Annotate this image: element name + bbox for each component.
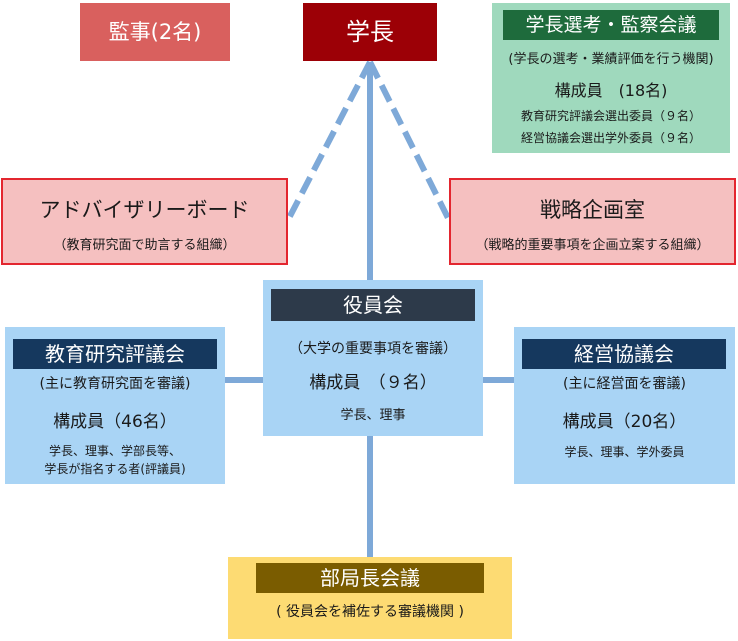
deans-council-desc: ( 役員会を補佐する審議機関 ) (276, 604, 464, 620)
executive-board-detail: 学長、理事 (340, 408, 406, 423)
auditor-label: 監事(2名) (108, 20, 202, 44)
strategy-office-desc: （戦略的重要事項を企画立案する組織） (475, 238, 710, 253)
management-council-box: 経営協議会 (主に経営面を審議) 構成員（20名） 学長、理事、学外委員 (514, 327, 735, 484)
selection-committee-purpose: (学長の選考・業績評価を行う機関) (508, 52, 714, 67)
connector-dashed-advisory (285, 60, 373, 222)
management-council-members: 構成員（20名） (562, 412, 687, 432)
education-council-detail-1: 学長、理事、学部長等、 (48, 444, 181, 458)
education-council-box: 教育研究評議会 (主に教育研究面を審議) 構成員（46名） 学長、理事、学部長等… (5, 327, 225, 484)
selection-committee-detail-2: 経営協議会選出学外委員（９名） (520, 131, 701, 145)
connector-dashed-strategy (367, 60, 452, 222)
strategy-office-box: 戦略企画室 （戦略的重要事項を企画立案する組織） (449, 178, 736, 265)
management-council-detail: 学長、理事、学外委員 (564, 445, 685, 459)
education-council-detail-2: 学長が指名する者(評議員) (44, 462, 186, 476)
selection-committee-title: 学長選考・監察会議 (503, 10, 719, 40)
selection-committee-box: 学長選考・監察会議 (学長の選考・業績評価を行う機関) 構成員 (18名) 教育… (492, 3, 730, 153)
advisory-board-title: アドバイザリーボード (39, 198, 250, 222)
executive-board-members: 構成員 （９名） (309, 373, 437, 393)
deans-council-title: 部局長会議 (256, 563, 484, 593)
management-council-purpose: (主に経営面を審議) (563, 376, 686, 392)
deans-council-box: 部局長会議 ( 役員会を補佐する審議機関 ) (228, 557, 512, 639)
executive-board-purpose: （大学の重要事項を審議） (289, 341, 457, 357)
strategy-office-title: 戦略企画室 (540, 198, 645, 222)
auditor-box: 監事(2名) (80, 3, 230, 61)
executive-board-box: 役員会 （大学の重要事項を審議） 構成員 （９名） 学長、理事 (263, 280, 483, 436)
selection-committee-detail-1: 教育研究評議会選出委員（９名） (520, 109, 701, 123)
education-council-purpose: (主に教育研究面を審議) (39, 376, 191, 392)
education-council-title: 教育研究評議会 (13, 339, 217, 369)
advisory-board-desc: （教育研究面で助言する組織） (53, 238, 236, 253)
management-council-title: 経営協議会 (522, 339, 726, 369)
president-label: 学長 (346, 18, 394, 46)
education-council-members: 構成員（46名） (53, 412, 177, 432)
executive-board-title: 役員会 (271, 289, 475, 321)
president-box: 学長 (303, 3, 437, 61)
selection-committee-members: 構成員 (18名) (554, 81, 668, 100)
advisory-board-box: アドバイザリーボード （教育研究面で助言する組織） (1, 178, 288, 265)
